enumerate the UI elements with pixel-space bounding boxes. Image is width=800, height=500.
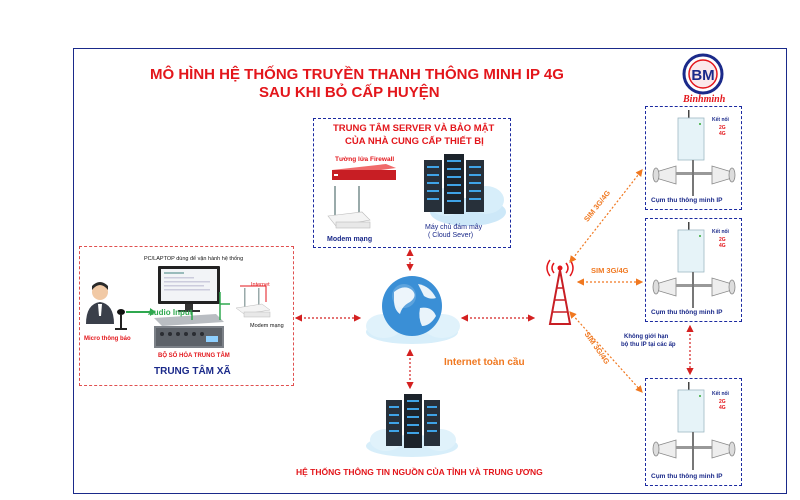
receiver-cabinet-icon xyxy=(677,382,705,433)
internet-globe-icon xyxy=(366,276,460,344)
cloud-server-icon xyxy=(424,154,484,214)
receiver2-label: Cụm thu thông minh IP xyxy=(651,309,723,316)
diagram-frame xyxy=(73,48,787,494)
commune-center-devices xyxy=(86,266,271,348)
receiver-unit-2 xyxy=(652,222,736,308)
svg-text:BM: BM xyxy=(691,67,714,84)
digitizer-mixer-icon xyxy=(154,314,224,348)
receiver2-connect: Kết nối xyxy=(712,229,729,235)
loudspeaker-icon xyxy=(652,160,736,196)
receiver-box-2 xyxy=(645,218,742,322)
commune-center-title: TRUNG TÂM XÃ xyxy=(154,366,231,377)
receiver-unit-1 xyxy=(652,110,736,196)
receiver2-2g: 2G xyxy=(719,237,726,243)
commune-internet-label: Internet xyxy=(251,282,270,288)
unlimited-label-2: bộ thu IP tại các ấp xyxy=(621,342,676,348)
commune-center-box xyxy=(79,246,294,386)
receiver1-2g: 2G xyxy=(719,125,726,131)
server-center-title2: CỦA NHÀ CUNG CẤP THIẾT BỊ xyxy=(345,136,484,147)
logo-brand-text: Binhminh xyxy=(683,94,726,105)
server-modem-label: Modem mạng xyxy=(327,236,373,243)
loudspeaker-icon xyxy=(652,432,736,470)
sim-label-2: SIM 3G/4G xyxy=(591,266,629,275)
pc-monitor-icon xyxy=(158,266,220,312)
server-modem-icon xyxy=(327,186,371,229)
receiver-box-1 xyxy=(645,106,742,210)
diagram-title-line2: SAU KHI BỎ CẤP HUYỆN xyxy=(259,84,440,101)
audio-input-arrow xyxy=(126,292,230,320)
receiver-cabinet-icon xyxy=(677,222,705,273)
server-center-devices xyxy=(327,154,506,229)
receiver3-connect: Kết nối xyxy=(712,391,729,397)
audio-input-label: Audio Input xyxy=(148,308,193,317)
server-center-box xyxy=(313,118,511,248)
announcer-person-icon xyxy=(86,282,114,324)
source-system-server-icon xyxy=(366,394,458,457)
diagram-title-line1: MÔ HÌNH HỆ THỐNG TRUYỀN THANH THÔNG MINH… xyxy=(150,66,564,83)
server-center-title1: TRUNG TÂM SERVER VÀ BẢO MẬT xyxy=(333,123,495,134)
commune-internet-arrow xyxy=(240,285,267,302)
unlimited-label-1: Không giới hạn xyxy=(624,334,669,340)
firewall-label: Tường lửa Firewall xyxy=(335,156,395,163)
source-system-label: HỆ THỐNG THÔNG TIN NGUỒN CỦA TỈNH VÀ TRU… xyxy=(296,467,543,477)
cell-tower-icon xyxy=(546,259,574,325)
mixer-label: BỘ SỐ HÓA TRUNG TÂM xyxy=(158,353,230,359)
mic-label: Micro thông báo xyxy=(84,336,131,342)
microphone-icon xyxy=(115,309,127,330)
receiver3-2g: 2G xyxy=(719,399,726,405)
receiver1-connect: Kết nối xyxy=(712,117,729,123)
receiver2-4g: 4G xyxy=(719,243,726,249)
receiver1-4g: 4G xyxy=(719,131,726,137)
receiver-box-3 xyxy=(645,378,742,486)
internet-label: Internet toàn cầu xyxy=(444,357,525,368)
receiver3-label: Cụm thu thông minh IP xyxy=(651,473,723,480)
loudspeaker-icon xyxy=(652,272,736,308)
receiver1-label: Cụm thu thông minh IP xyxy=(651,197,723,204)
receiver-unit-3 xyxy=(652,382,736,470)
firewall-icon xyxy=(332,164,396,180)
receiver3-4g: 4G xyxy=(719,405,726,411)
commune-modem-icon xyxy=(235,288,271,318)
pc-label: PC/LAPTOP dùng để vận hành hệ thống xyxy=(144,256,244,262)
binhminh-logo: BM Binhminh xyxy=(673,52,733,108)
cloud-server-label1: Máy chủ đám mây xyxy=(425,224,483,231)
receiver-cabinet-icon xyxy=(677,110,705,161)
logo-icon: BM xyxy=(682,53,724,95)
cloud-server-label2: ( Cloud Sever) xyxy=(428,232,474,239)
commune-modem-label: Modem mạng xyxy=(250,323,284,329)
